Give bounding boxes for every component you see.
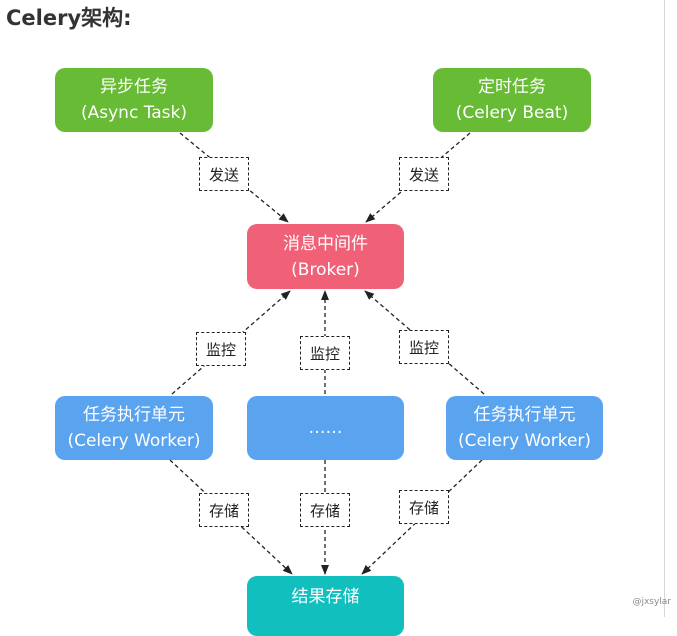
edge-beat-to-broker — [365, 132, 471, 223]
worker-left-subtitle: (Celery Worker) — [67, 431, 201, 451]
watermark-credit: @jxsylar — [632, 597, 671, 607]
celery-beat-node: 定时任务 (Celery Beat) — [433, 68, 591, 132]
edge-label-monitor-left: 监控 — [196, 332, 246, 366]
edge-label-store-left: 存储 — [199, 493, 249, 527]
edge-label-send-left: 发送 — [199, 157, 249, 191]
edge-async-to-broker — [179, 132, 289, 223]
edge-label-send-right: 发送 — [399, 157, 449, 191]
async-task-title: 异步任务 — [100, 77, 168, 97]
edge-label-store-right: 存储 — [399, 490, 449, 524]
edge-label-store-middle: 存储 — [300, 493, 350, 527]
worker-left-node: 任务执行单元 (Celery Worker) — [55, 396, 213, 460]
worker-right-title: 任务执行单元 — [473, 405, 576, 425]
celery-beat-title: 定时任务 — [478, 77, 546, 97]
worker-middle-node: …… — [247, 396, 404, 460]
broker-node: 消息中间件 (Broker) — [247, 224, 404, 289]
celery-beat-subtitle: (Celery Beat) — [455, 103, 569, 123]
worker-left-title: 任务执行单元 — [83, 405, 185, 425]
worker-middle-ellipsis: …… — [308, 418, 343, 438]
edge-label-monitor-right: 监控 — [399, 330, 449, 364]
async-task-subtitle: (Async Task) — [80, 103, 188, 123]
result-store-title: 结果存储 — [291, 587, 360, 607]
result-store-node: 结果存储 — [247, 576, 404, 636]
worker-right-node: 任务执行单元 (Celery Worker) — [446, 396, 603, 460]
page-border — [664, 0, 665, 617]
worker-right-subtitle: (Celery Worker) — [457, 431, 592, 451]
broker-subtitle: (Broker) — [291, 259, 360, 280]
async-task-node: 异步任务 (Async Task) — [55, 68, 213, 132]
broker-title: 消息中间件 — [283, 233, 368, 254]
edge-label-monitor-middle: 监控 — [300, 336, 350, 370]
page-title: Celery架构: — [6, 6, 132, 30]
